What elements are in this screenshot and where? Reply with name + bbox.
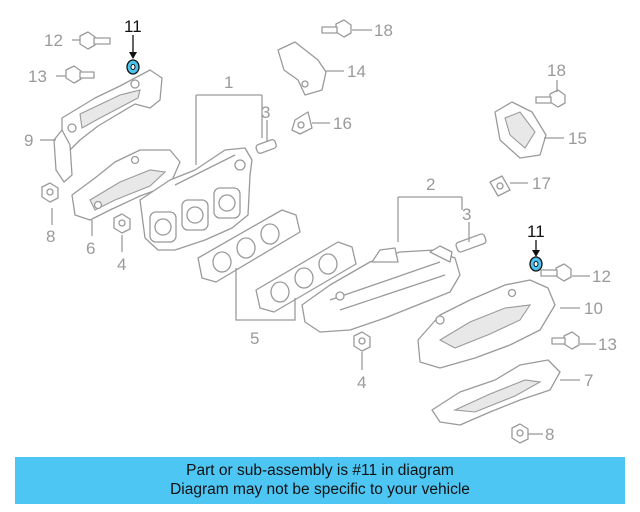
callout-17: 17 — [532, 174, 551, 193]
stud-3-left — [255, 139, 277, 154]
callout-5: 5 — [250, 329, 259, 348]
nut-8-left — [41, 182, 59, 203]
callout-14: 14 — [347, 62, 366, 81]
callout-8: 8 — [545, 425, 554, 444]
callout-18: 18 — [374, 21, 393, 40]
bracket-16 — [291, 111, 313, 135]
exhaust-manifold-left — [139, 147, 253, 251]
washer-11-left[interactable] — [126, 59, 140, 75]
upper-heat-shield-left — [53, 69, 163, 183]
bolt-18-top — [321, 19, 352, 38]
nut-8-right — [511, 423, 529, 444]
callout-12: 12 — [592, 267, 611, 286]
bracket-15 — [494, 101, 547, 159]
washer-11-right[interactable] — [529, 256, 543, 272]
callout-16: 16 — [333, 114, 352, 133]
bracket-17 — [489, 175, 511, 197]
stud-3-right — [455, 233, 487, 253]
callout-6: 6 — [86, 239, 95, 258]
bolt-18-right — [535, 89, 566, 108]
callout-1: 1 — [224, 73, 233, 92]
callout-3: 3 — [462, 205, 471, 224]
nut-4-right — [353, 331, 371, 352]
info-banner: Part or sub-assembly is #11 in diagram D… — [15, 457, 625, 504]
callout-15: 15 — [568, 129, 587, 148]
leader-lines — [40, 29, 596, 435]
callout-11-highlight: 11 — [124, 17, 142, 36]
callout-10: 10 — [584, 299, 603, 318]
bolt-12-left — [79, 31, 111, 50]
exhaust-manifold-diagram: 1 3 2 3 5 8 4 6 4 8 9 10 7 12 13 18 14 1… — [24, 17, 617, 444]
lower-heat-shield-right — [431, 359, 561, 426]
nut-4-left — [113, 213, 131, 234]
bracket-14 — [277, 41, 327, 96]
gasket-right — [255, 241, 357, 313]
banner-line-2: Diagram may not be specific to your vehi… — [170, 481, 470, 498]
callout-2: 2 — [426, 175, 435, 194]
callout-13: 13 — [28, 67, 47, 86]
upper-heat-shield-right — [417, 279, 556, 369]
bolt-13-left — [65, 65, 95, 84]
exhaust-manifold-right — [301, 245, 461, 333]
bolt-12-right — [540, 263, 572, 282]
callout-4: 4 — [117, 255, 126, 274]
bolt-13-right — [551, 331, 580, 350]
callout-9: 9 — [24, 131, 33, 150]
lower-heat-shield-left — [71, 149, 181, 221]
callout-labels: 1 3 2 3 5 8 4 6 4 8 9 10 7 12 13 18 14 1… — [24, 17, 617, 444]
callout-11-highlight: 11 — [527, 222, 545, 241]
callout-7: 7 — [584, 371, 593, 390]
callout-4: 4 — [357, 373, 366, 392]
callout-8: 8 — [46, 227, 55, 246]
callout-18: 18 — [547, 61, 566, 80]
gasket-left — [197, 209, 301, 283]
callout-3: 3 — [261, 103, 270, 122]
callout-13: 13 — [598, 335, 617, 354]
banner-line-1: Part or sub-assembly is #11 in diagram — [186, 462, 454, 479]
callout-12: 12 — [44, 31, 63, 50]
